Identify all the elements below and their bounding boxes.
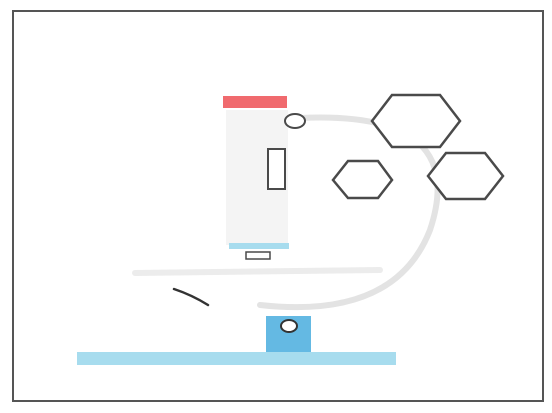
pivot-knob xyxy=(281,320,297,332)
objective-slot xyxy=(268,149,285,189)
hexagon-small xyxy=(333,161,392,198)
stage-clip xyxy=(246,252,270,259)
focus-knob xyxy=(285,114,305,128)
hexagon-medium xyxy=(428,153,503,199)
base-plate xyxy=(77,352,396,365)
hexagon-large xyxy=(372,95,460,147)
stage xyxy=(229,243,289,249)
lamp-stroke xyxy=(174,289,208,305)
stage-shadow xyxy=(135,270,380,273)
eyepiece-cap xyxy=(223,96,287,108)
